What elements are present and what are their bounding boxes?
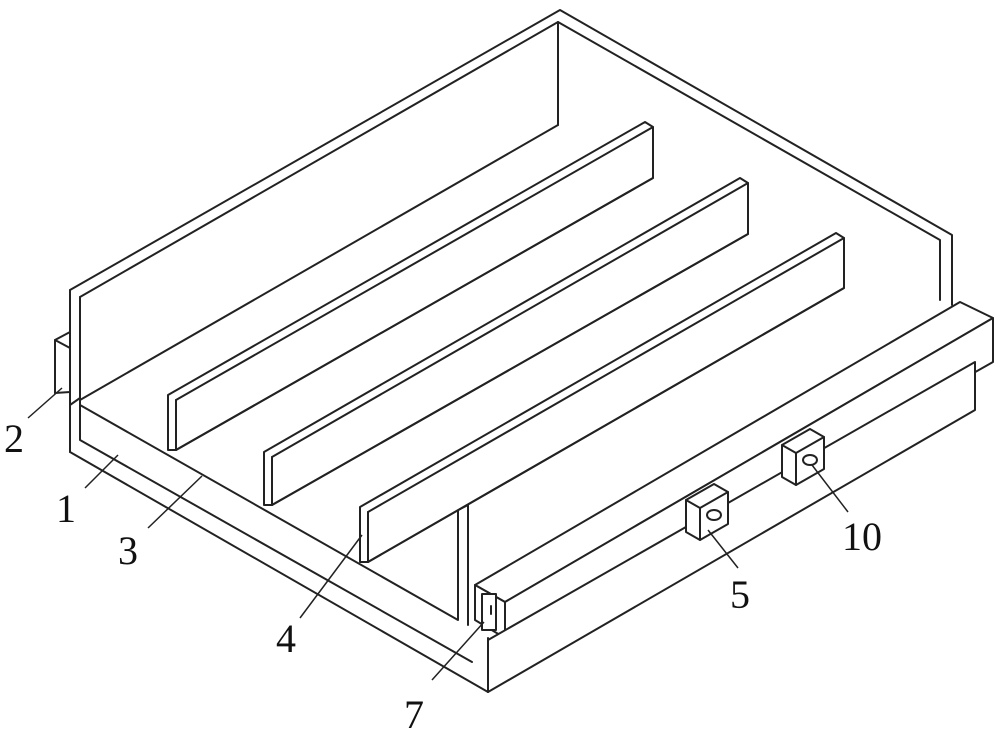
leader-1 [85, 455, 118, 488]
front-clip-body [482, 594, 496, 630]
label-5: 5 [730, 572, 750, 617]
leader-2 [28, 388, 62, 418]
divider-1-top [176, 127, 653, 400]
side-bracket [55, 332, 70, 393]
leader-7 [432, 622, 484, 680]
label-3: 3 [118, 528, 138, 573]
front-rail [475, 302, 993, 692]
label-10: 10 [842, 514, 882, 559]
label-4: 4 [276, 616, 296, 661]
front-clip [482, 594, 496, 630]
label-7: 7 [404, 692, 424, 737]
label-2: 2 [4, 416, 24, 461]
label-1: 1 [56, 486, 76, 531]
side-bracket-front [55, 340, 70, 393]
housing-lower-rim [70, 398, 80, 405]
